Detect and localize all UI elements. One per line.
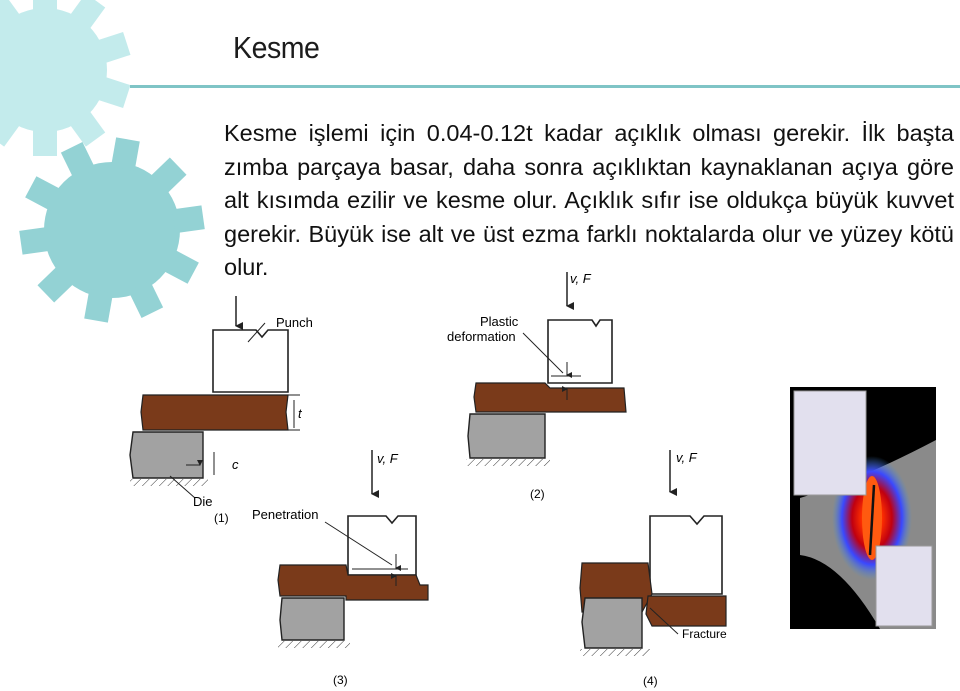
step-3-number: (3) [333, 673, 348, 687]
c-label: c [232, 457, 239, 472]
slide-title: Kesme [233, 30, 320, 65]
fracture-label: Fracture [682, 627, 727, 641]
die-label: Die [193, 494, 213, 509]
force-label-3: v, F [377, 451, 399, 466]
slide-paragraph: Kesme işlemi için 0.04-0.12t kadar açıkl… [224, 120, 954, 281]
punch-4 [649, 515, 723, 595]
plastic-label-1: Plastic [480, 314, 519, 329]
plastic-label-2: deformation [447, 329, 516, 344]
die-4 [581, 597, 643, 649]
penetration-label: Penetration [252, 507, 319, 522]
gear-bottom-icon [19, 137, 205, 323]
step-1-number: (1) [214, 511, 229, 525]
sheet-4-right [645, 595, 727, 627]
sheet-3 [277, 564, 429, 601]
die-2 [467, 413, 546, 459]
punch-1 [212, 329, 289, 393]
force-label-4: v, F [676, 450, 698, 465]
gear-top-icon [0, 0, 131, 156]
punch-label: Punch [276, 315, 313, 330]
punch-3 [347, 515, 417, 576]
die-3 [279, 597, 345, 641]
stress-simulation-image [790, 387, 936, 629]
t-label: t [298, 406, 303, 421]
title-divider [130, 85, 960, 88]
gears-decoration [0, 0, 205, 323]
step-2-number: (2) [530, 487, 545, 501]
sheet-2 [473, 382, 627, 413]
step-3: v, F Penetration (3) [252, 450, 429, 687]
step-4: v, F Fracture (4) [579, 450, 727, 688]
force-label-2: v, F [570, 271, 592, 286]
die-1 [129, 431, 204, 479]
punch-2 [547, 319, 613, 384]
sheet-1 [140, 394, 289, 431]
step-1: t Punch c Die (1) [129, 296, 313, 525]
step-4-number: (4) [643, 674, 658, 688]
step-2: v, F Plastic deformation (2) [447, 271, 627, 501]
